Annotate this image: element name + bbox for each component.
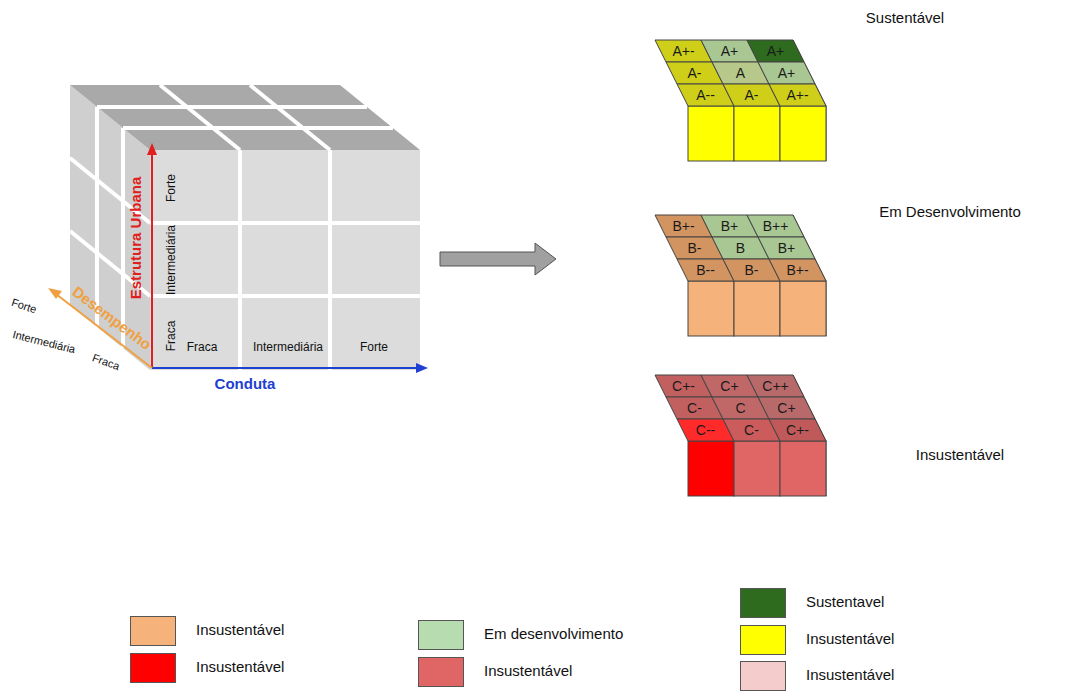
axis-label: Estrutura Urbana — [127, 177, 144, 300]
legend-swatch — [130, 653, 176, 683]
block-arrow — [440, 243, 556, 275]
cube-front-face — [734, 281, 780, 336]
axis-line — [152, 367, 418, 369]
axis-label: Conduta — [215, 375, 276, 392]
legend-text: Insustentável — [196, 621, 284, 639]
legend-swatch — [740, 661, 786, 691]
cell-shape — [769, 84, 826, 106]
grid-line — [160, 85, 240, 150]
cell-label: C+ — [758, 397, 815, 419]
cube-top-cell: C+- — [769, 419, 826, 441]
grid-line — [238, 150, 242, 370]
cell-label: A+ — [747, 40, 804, 62]
grid-line — [150, 294, 420, 298]
cell-label: C+- — [769, 419, 826, 441]
cube-front-face — [688, 281, 734, 336]
grid-line — [123, 126, 393, 130]
legend-text: Sustentavel — [806, 593, 884, 611]
grid-line — [328, 150, 332, 370]
cell-label: C++ — [747, 375, 804, 397]
tick-label: Forte — [165, 174, 179, 202]
tick-label: Intermediária — [253, 341, 323, 355]
cell-shape — [769, 259, 826, 281]
cube-front-face — [688, 441, 734, 496]
tick-label: Fraca — [165, 321, 179, 352]
legend-swatch — [418, 657, 464, 687]
cell-shape — [747, 215, 804, 237]
cell-shape — [747, 40, 804, 62]
axis-arrowhead — [48, 288, 62, 299]
cube-front-face — [780, 441, 826, 496]
cell-shape — [758, 62, 815, 84]
cube-top-cell: A+- — [769, 84, 826, 106]
axis-line — [151, 152, 153, 368]
cube-top-cell: A+ — [747, 40, 804, 62]
legend-text: Insustentável — [806, 666, 894, 684]
cell-label: B+- — [769, 259, 826, 281]
cube-front-face — [688, 106, 734, 161]
legend-swatch — [130, 616, 176, 646]
tick-label: Forte — [10, 296, 38, 316]
legend-swatch — [740, 625, 786, 655]
tick-label: Intermediária — [165, 225, 179, 295]
tick-label: Fraca — [187, 341, 218, 355]
tick-label: Forte — [360, 341, 388, 355]
cube-front-face — [780, 281, 826, 336]
cube-front-face — [780, 106, 826, 161]
axis-arrowhead — [147, 143, 157, 155]
legend-text: Insustentável — [484, 662, 572, 680]
cell-label: A+- — [769, 84, 826, 106]
tick-label: Fraca — [91, 351, 122, 372]
group-title: Sustentável — [866, 9, 944, 26]
axis-arrowhead — [416, 363, 428, 373]
cube-top-cell: C+ — [758, 397, 815, 419]
tick-label: Intermediária — [11, 328, 76, 356]
cell-shape — [747, 375, 804, 397]
cube-top-cell: C++ — [747, 375, 804, 397]
grid-line — [250, 85, 330, 150]
cube-top-cell: A+ — [758, 62, 815, 84]
legend-swatch — [740, 588, 786, 618]
cube-top-cell: B+ — [758, 237, 815, 259]
cell-shape — [769, 419, 826, 441]
cube-front-face — [734, 106, 780, 161]
legend-text: Insustentável — [196, 658, 284, 676]
legend-swatch — [418, 620, 464, 650]
cube-front-face — [150, 150, 420, 370]
cube-front-face — [734, 441, 780, 496]
group-title: Em Desenvolvimento — [879, 203, 1021, 220]
cube-top-cell: B++ — [747, 215, 804, 237]
cell-shape — [758, 397, 815, 419]
legend-text: Insustentável — [806, 630, 894, 648]
group-title: Insustentável — [916, 446, 1004, 463]
cube-top-face — [70, 85, 420, 150]
grid-line — [150, 221, 420, 225]
cell-label: A+ — [758, 62, 815, 84]
grid-line — [97, 105, 367, 109]
cube-top-cell: B+- — [769, 259, 826, 281]
cell-shape — [758, 237, 815, 259]
cell-label: B+ — [758, 237, 815, 259]
cell-label: B++ — [747, 215, 804, 237]
legend-text: Em desenvolvimento — [484, 625, 623, 643]
